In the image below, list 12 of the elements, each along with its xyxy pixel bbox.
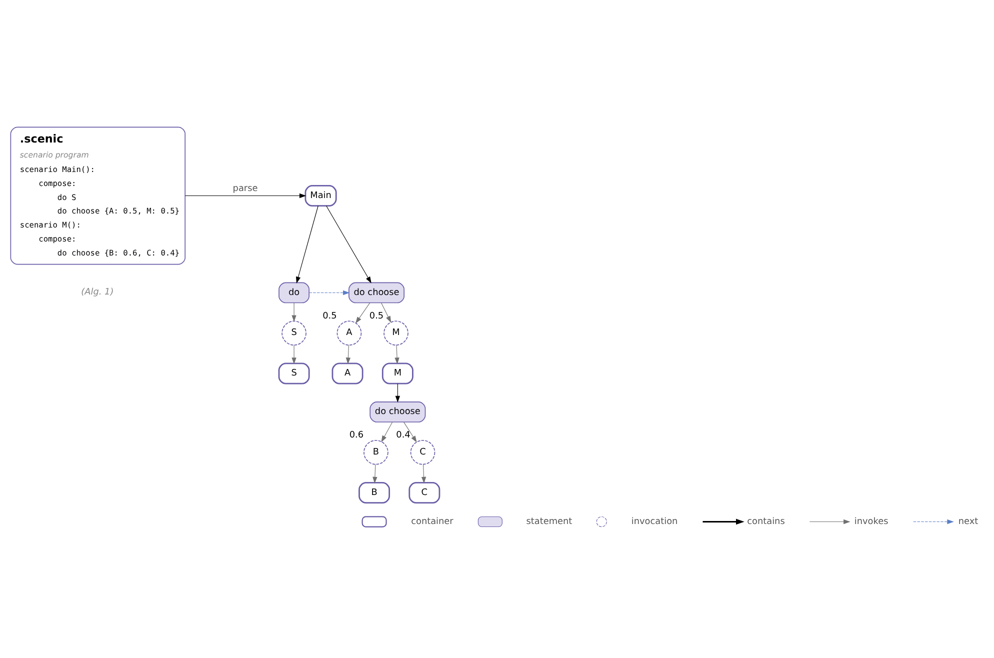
edge-label: parse	[232, 184, 258, 194]
legend-label: container	[411, 516, 454, 526]
legend-label: contains	[747, 516, 785, 526]
node-label: 0.5	[369, 310, 384, 321]
legend-label: invocation	[631, 516, 678, 526]
legend-label: invokes	[854, 516, 888, 526]
node-label: 0.6	[349, 430, 364, 440]
node-label: 0.5	[322, 310, 337, 321]
node-label: 0.4	[396, 430, 410, 440]
legend-label: next	[958, 516, 978, 526]
legend-label: statement	[526, 516, 572, 526]
label: (Alg. 1)	[81, 286, 114, 297]
